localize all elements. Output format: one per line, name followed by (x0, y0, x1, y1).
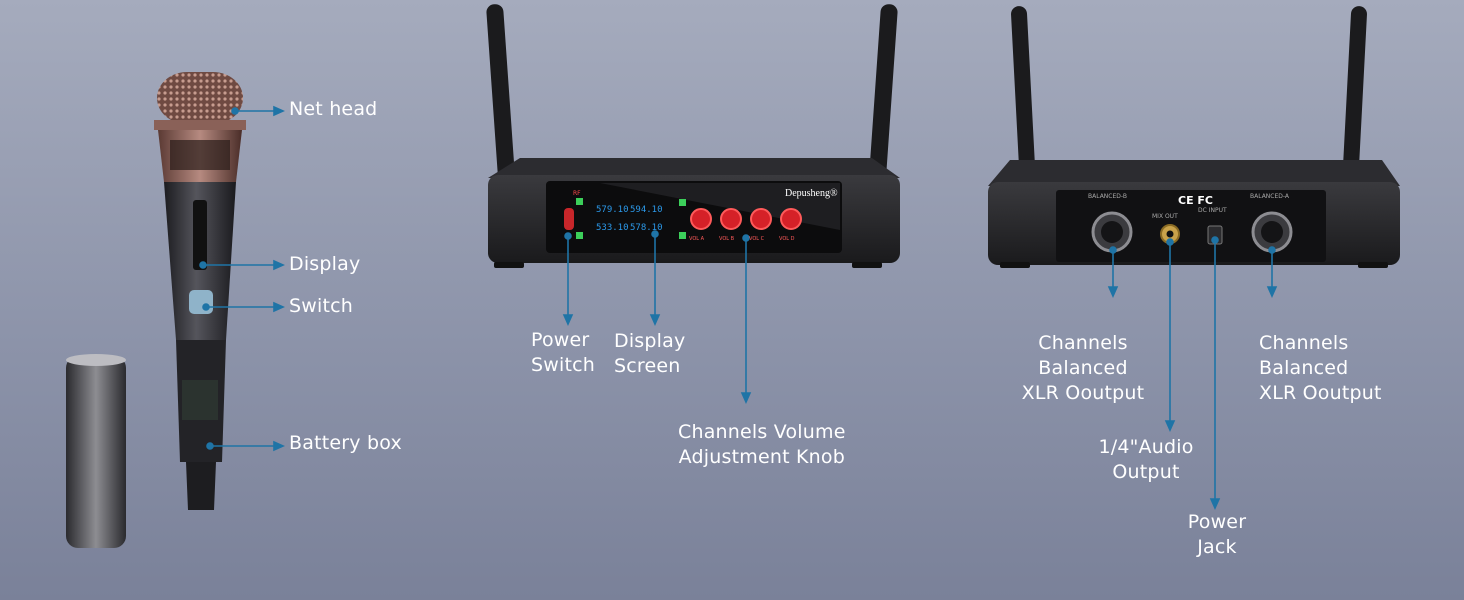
label-xlr-left: Channels Balanced XLR Ooutput (1021, 332, 1145, 404)
label-display-screen: Display Screen (614, 330, 686, 377)
knob-label-4: VOL D (779, 236, 795, 242)
knob-label-3: VOL C (749, 236, 765, 242)
brand-mark: Depusheng® (785, 188, 838, 199)
microphone (66, 72, 246, 548)
balanced-b-mark: BALANCED-B (1088, 193, 1127, 200)
label-switch: Switch (289, 295, 354, 317)
knob-group (690, 208, 802, 230)
receiver-front (486, 4, 900, 268)
mic-switch-button (189, 290, 213, 314)
knob-label-2: VOL B (719, 236, 735, 242)
label-xlr-right: Channels Balanced XLR Ooutput (1259, 332, 1382, 404)
receiver-back (988, 6, 1400, 268)
mix-out-mark: MIX OUT (1152, 213, 1178, 220)
label-display: Display (289, 253, 361, 275)
mic-cap-sleeve (66, 356, 126, 548)
label-power-switch: Power Switch (531, 329, 596, 376)
rf-mark: RF (573, 190, 581, 197)
cert-mark: CE FC (1178, 194, 1213, 207)
mic-display (193, 200, 207, 270)
dc-input-mark: DC INPUT (1198, 207, 1227, 214)
lcd-3: 533.10 (596, 223, 629, 233)
mic-net-head (157, 72, 243, 124)
lcd-1: 579.10 (596, 205, 629, 215)
antenna-left (1011, 6, 1036, 178)
knob-label-1: VOL A (689, 236, 705, 242)
label-audio-output: 1/4"Audio Output (1098, 436, 1194, 483)
antenna-right (1342, 6, 1367, 178)
balanced-a-mark: BALANCED-A (1250, 193, 1290, 200)
lcd-4: 578.10 (630, 223, 663, 233)
label-battery-box: Battery box (289, 432, 402, 454)
label-volume-knob: Channels Volume Adjustment Knob (678, 421, 846, 468)
lcd-2: 594.10 (630, 205, 663, 215)
power-switch (564, 208, 574, 230)
label-power-jack: Power Jack (1187, 511, 1247, 558)
label-net-head: Net head (289, 98, 378, 120)
